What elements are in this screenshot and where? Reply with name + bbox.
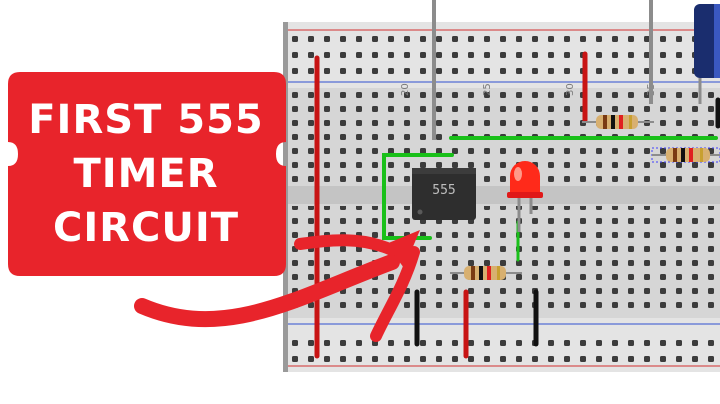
resistor (582, 115, 654, 129)
column-number-30: 30 (565, 83, 576, 96)
column-number-20: 20 (400, 83, 411, 96)
title-badge (8, 72, 286, 276)
ic-555-chip: 555 (412, 168, 476, 220)
title-line-2: TIMER (73, 151, 219, 197)
ic-label: 555 (432, 183, 455, 198)
title-line-3: CIRCUIT (52, 205, 240, 251)
resistor (651, 147, 720, 163)
pointer-arrow (134, 230, 420, 342)
column-number-25: 25 (482, 83, 493, 96)
electrolytic-capacitor (694, 4, 720, 104)
red-led (507, 161, 543, 232)
resistor (450, 266, 522, 280)
breadboard (283, 22, 720, 372)
title-line-1: FIRST 555 (28, 97, 264, 143)
